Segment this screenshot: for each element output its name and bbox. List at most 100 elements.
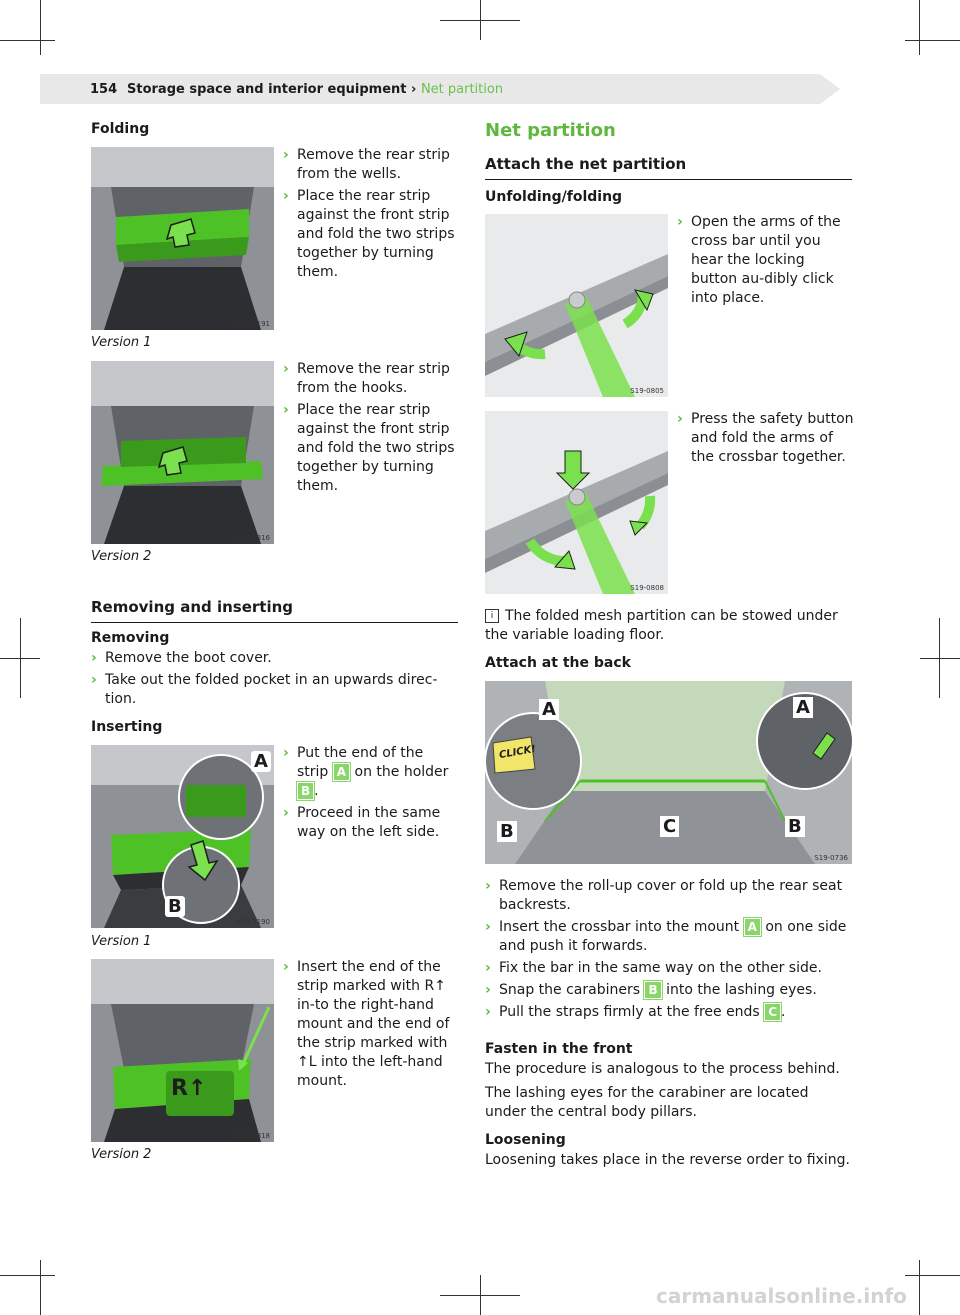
- key-b-badge: B: [643, 980, 663, 1000]
- loosening-text: Loosening takes place in the reverse ord…: [485, 1152, 850, 1168]
- crop-mark: [905, 40, 960, 41]
- chevron-right-icon: ›: [485, 1004, 491, 1020]
- figure-folding-v2: S19-0816: [91, 361, 274, 544]
- chevron-right-icon: ›: [91, 650, 97, 666]
- crop-mark: [939, 618, 940, 698]
- chevron-right-icon: ›: [91, 672, 97, 688]
- chevron-right-icon: ›: [677, 214, 683, 230]
- chevron-right-icon: ›: [283, 402, 289, 418]
- crop-mark: [40, 0, 41, 55]
- figure-code: S19-0805: [630, 387, 664, 395]
- strip-label: R↑: [171, 1076, 207, 1101]
- crop-mark: [0, 1275, 55, 1276]
- breadcrumb-separator: ›: [411, 82, 417, 97]
- breadcrumb-section: Storage space and interior equipment: [127, 82, 407, 97]
- section-subtitle: Attach the net partition: [485, 155, 852, 180]
- chevron-right-icon: ›: [485, 919, 491, 935]
- list-item: ›Fix the bar in the same way on the othe…: [485, 960, 822, 976]
- figure-unfolding: S19-0805: [485, 214, 668, 397]
- figure-folding-v1: S19-1191: [91, 147, 274, 330]
- label-a: A: [793, 697, 813, 718]
- removing-steps: ›Remove the boot cover. ›Take out the fo…: [91, 649, 458, 712]
- chevron-right-icon: ›: [485, 982, 491, 998]
- crop-mark: [40, 1260, 41, 1315]
- crop-mark: [919, 0, 920, 55]
- list-item: ›Remove the rear strip from the hooks.: [283, 361, 450, 396]
- label-b: B: [497, 821, 517, 842]
- chevron-right-icon: ›: [485, 878, 491, 894]
- figure-inserting-v2: R↑ S19-0818: [91, 959, 274, 1142]
- chevron-right-icon: ›: [283, 147, 289, 163]
- list-item: ›Press the safety button and fold the ar…: [677, 411, 854, 465]
- key-a-badge: A: [742, 917, 762, 937]
- figure-caption: Version 2: [91, 549, 152, 564]
- info-icon: i: [485, 609, 499, 623]
- figure-code: S19-0816: [236, 534, 270, 542]
- fig4-steps: ›Insert the end of the strip marked with…: [283, 958, 460, 1094]
- figure-attach-back: A A B C B CLICK! S19-0736: [485, 681, 852, 864]
- removing-heading: Removing: [91, 630, 170, 646]
- removing-inserting-heading: Removing and inserting: [91, 598, 458, 623]
- key-b-badge: B: [295, 781, 316, 801]
- fig5-steps: ›Open the arms of the cross bar until yo…: [677, 213, 852, 311]
- label-b: B: [165, 896, 185, 917]
- front-text: The procedure is analogous to the proces…: [485, 1061, 840, 1077]
- list-item: ›Snap the carabiners B into the lashing …: [485, 980, 817, 1000]
- key-a-badge: A: [331, 762, 352, 782]
- list-item: ›Insert the crossbar into the mount A on…: [485, 917, 847, 954]
- figure-caption: Version 1: [91, 335, 152, 350]
- chevron-right-icon: ›: [283, 361, 289, 377]
- figure-inserting-v1: A B S19-1190: [91, 745, 274, 928]
- crop-mark: [920, 658, 960, 659]
- list-item: ›Place the rear strip against the front …: [283, 188, 455, 280]
- list-item: ›Pull the straps firmly at the free ends…: [485, 1002, 786, 1022]
- crop-mark: [919, 1260, 920, 1315]
- list-item: ›Open the arms of the cross bar until yo…: [677, 214, 841, 306]
- page-title: Net partition: [485, 120, 616, 141]
- chevron-right-icon: ›: [283, 805, 289, 821]
- list-item: ›Proceed in the same way on the left sid…: [283, 805, 441, 840]
- figure-caption: Version 2: [91, 1147, 152, 1162]
- fig2-steps: ›Remove the rear strip from the hooks. ›…: [283, 360, 458, 499]
- figure-code: S19-0818: [236, 1132, 270, 1140]
- crop-mark: [480, 1275, 481, 1315]
- key-c-badge: C: [763, 1002, 782, 1022]
- chevron-right-icon: ›: [283, 745, 289, 761]
- fig3-steps: ›Put the end of the strip A on the holde…: [283, 744, 458, 845]
- chevron-right-icon: ›: [677, 411, 683, 427]
- list-item: ›Take out the folded pocket in an upward…: [91, 672, 438, 707]
- list-item: ›Remove the boot cover.: [91, 650, 272, 666]
- attach-back-heading: Attach at the back: [485, 655, 631, 671]
- watermark[interactable]: carmanualsonline.info: [656, 1284, 907, 1308]
- back-steps: ›Remove the roll-up cover or fold up the…: [485, 877, 852, 1025]
- folding-heading: Folding: [91, 121, 150, 137]
- figure-code: S19-0736: [814, 854, 848, 862]
- label-a: A: [539, 699, 559, 720]
- figure-code: S19-1191: [236, 320, 270, 328]
- unfold-heading: Unfolding/folding: [485, 189, 623, 205]
- list-item: ›Put the end of the strip A on the holde…: [283, 745, 449, 801]
- lashing-text: The lashing eyes for the carabiner are l…: [485, 1085, 809, 1120]
- figure-code: S19-0808: [630, 584, 664, 592]
- breadcrumb-subsection[interactable]: Net partition: [420, 82, 504, 97]
- list-item: ›Remove the rear strip from the wells.: [283, 147, 450, 182]
- chevron-right-icon: ›: [485, 960, 491, 976]
- label-b: B: [785, 816, 805, 837]
- label-a: A: [251, 751, 271, 772]
- fig6-steps: ›Press the safety button and fold the ar…: [677, 410, 854, 470]
- crop-mark: [480, 0, 481, 40]
- page-number: 154: [90, 82, 118, 97]
- crop-mark: [0, 40, 55, 41]
- inserting-heading: Inserting: [91, 719, 163, 735]
- chevron-right-icon: ›: [283, 959, 289, 975]
- breadcrumb: Storage space and interior equipment › N…: [127, 82, 503, 97]
- label-c: C: [660, 816, 680, 837]
- crop-mark: [20, 618, 21, 698]
- chevron-right-icon: ›: [283, 188, 289, 204]
- list-item: ›Insert the end of the strip marked with…: [283, 959, 450, 1089]
- front-heading: Fasten in the front: [485, 1041, 633, 1057]
- list-item: ›Remove the roll-up cover or fold up the…: [485, 878, 843, 913]
- figure-folding-crossbar: S19-0808: [485, 411, 668, 594]
- fig1-steps: ›Remove the rear strip from the wells. ›…: [283, 146, 458, 285]
